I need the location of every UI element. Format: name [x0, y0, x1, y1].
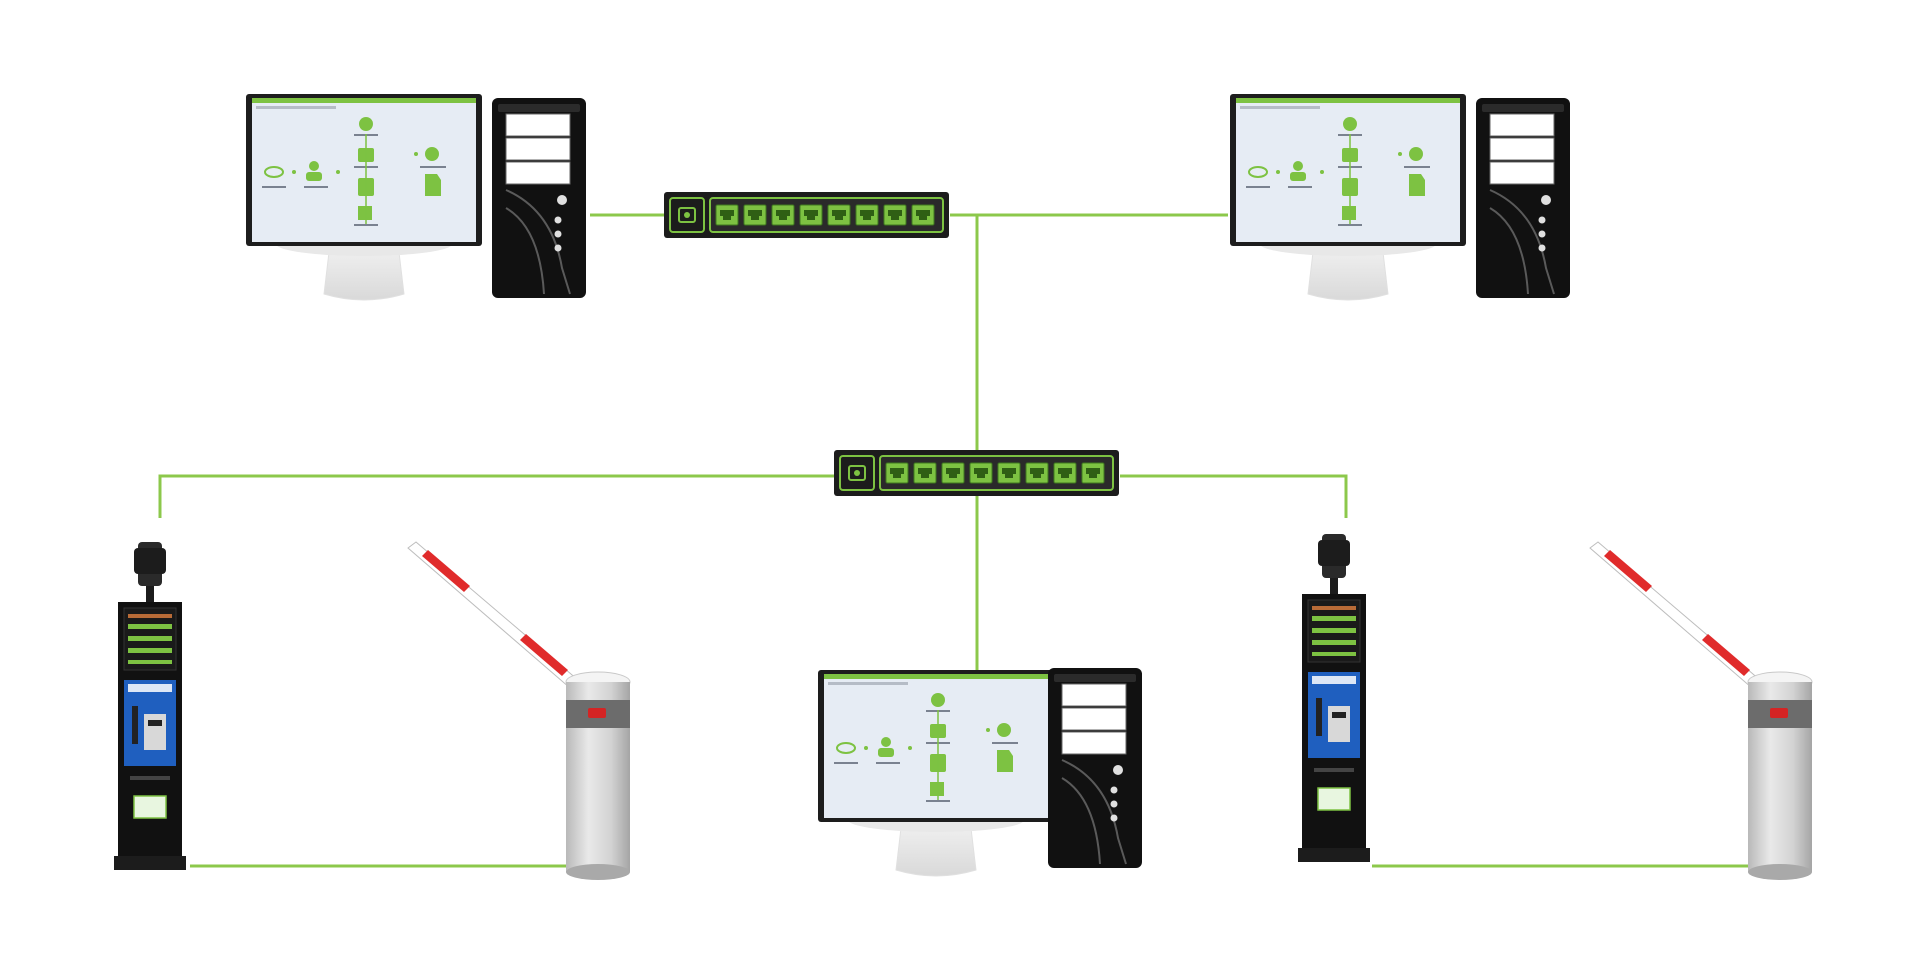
network-switch-icon — [834, 450, 1119, 496]
network-switch-icon — [664, 192, 949, 238]
monitor-icon — [1229, 93, 1467, 301]
link-switch-middle-to-ticket-kiosk-right — [1120, 474, 1348, 518]
workstation-top-left — [245, 93, 587, 301]
monitor-icon — [817, 669, 1055, 877]
network-links — [158, 213, 1752, 868]
pc-tower-icon — [1475, 97, 1571, 299]
barrier-gate-icon — [407, 541, 631, 881]
monitor-icon — [245, 93, 483, 301]
workstation-bottom-center — [817, 667, 1143, 877]
parking-kiosk-icon — [1297, 533, 1371, 863]
workstation-top-right — [1229, 93, 1571, 301]
pc-tower-icon — [491, 97, 587, 299]
pc-tower-icon — [1047, 667, 1143, 869]
barrier-gate-icon — [1589, 541, 1813, 881]
link-switch-middle-to-ticket-kiosk-left — [158, 474, 834, 518]
parking-kiosk-icon — [113, 541, 187, 871]
